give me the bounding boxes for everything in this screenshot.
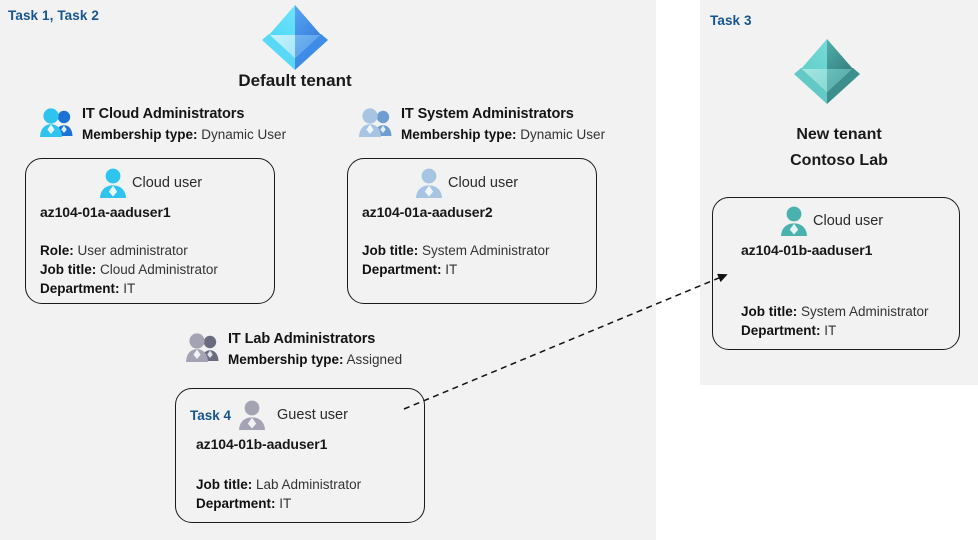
attr-value: Cloud Administrator xyxy=(100,262,218,277)
group-name: IT Cloud Administrators xyxy=(82,106,245,122)
attr-value: Lab Administrator xyxy=(256,477,362,492)
new-tenant-name-line2: Contoso Lab xyxy=(790,152,888,169)
group-membership: Membership type: Assigned xyxy=(228,350,402,369)
new-tenant-name-line1: New tenant xyxy=(796,126,882,143)
card-user-header: Cloud user xyxy=(779,205,883,237)
card-user-header: Cloud user xyxy=(98,167,202,199)
attr-value: IT xyxy=(445,262,458,277)
user-type-label: Guest user xyxy=(277,407,348,423)
attr-department: Department: IT xyxy=(741,321,929,340)
task-label-1-2: Task 1, Task 2 xyxy=(8,8,99,23)
user-card-new-tenant-az104-01b-aaduser1[interactable]: Cloud user az104-01b-aaduser1 Job title:… xyxy=(712,197,960,350)
azure-ad-tenant-icon-new xyxy=(789,36,865,104)
attr-job-title: Job title: Cloud Administrator xyxy=(40,260,218,279)
task-label-3: Task 3 xyxy=(710,13,752,28)
group-users-icon xyxy=(38,105,76,139)
group-users-icon xyxy=(184,330,222,364)
attr-department: Department: IT xyxy=(362,260,550,279)
azure-ad-tenant-icon-default xyxy=(257,2,333,70)
user-attributes: Job title: Lab Administrator Department:… xyxy=(196,475,361,513)
guest-user-icon xyxy=(237,399,267,431)
user-principal-name: az104-01a-aaduser2 xyxy=(362,204,493,220)
membership-label: Membership type: xyxy=(82,127,198,142)
attr-value: IT xyxy=(123,281,136,296)
attr-label: Department: xyxy=(40,281,120,296)
attr-department: Department: IT xyxy=(196,494,361,513)
attr-value: System Administrator xyxy=(801,304,929,319)
membership-value: Dynamic User xyxy=(201,127,287,142)
group-membership: Membership type: Dynamic User xyxy=(82,125,286,144)
group-it-system-administrators: IT System Administrators Membership type… xyxy=(357,105,605,144)
attr-label: Role: xyxy=(40,243,74,258)
attr-label: Department: xyxy=(362,262,442,277)
attr-role: Role: User administrator xyxy=(40,241,218,260)
cloud-user-icon xyxy=(414,167,444,199)
default-tenant-name: Default tenant xyxy=(238,71,352,90)
user-principal-name: az104-01b-aaduser1 xyxy=(741,242,873,258)
user-type-label: Cloud user xyxy=(813,213,884,229)
user-card-guest-az104-01b-aaduser1[interactable]: Task 4 Guest user az104-01b-aaduser1 Job… xyxy=(175,388,425,523)
user-card-az104-01a-aaduser2[interactable]: Cloud user az104-01a-aaduser2 Job title:… xyxy=(347,158,597,304)
attr-label: Job title: xyxy=(196,477,253,492)
user-card-az104-01a-aaduser1[interactable]: Cloud user az104-01a-aaduser1 Role: User… xyxy=(25,158,275,304)
user-attributes: Job title: System Administrator Departme… xyxy=(741,302,929,340)
attr-job-title: Job title: Lab Administrator xyxy=(196,475,361,494)
membership-label: Membership type: xyxy=(401,127,517,142)
group-users-icon xyxy=(357,105,395,139)
user-principal-name: az104-01a-aaduser1 xyxy=(40,204,171,220)
attr-label: Department: xyxy=(741,323,821,338)
user-attributes: Role: User administrator Job title: Clou… xyxy=(40,241,218,298)
card-user-header: Cloud user xyxy=(414,167,518,199)
membership-value: Dynamic User xyxy=(520,127,606,142)
group-name: IT Lab Administrators xyxy=(228,331,376,347)
attr-label: Department: xyxy=(196,496,276,511)
default-tenant-panel xyxy=(0,0,656,540)
user-type-label: Cloud user xyxy=(448,175,519,191)
attr-value: IT xyxy=(279,496,292,511)
cloud-user-icon xyxy=(779,205,809,237)
group-membership: Membership type: Dynamic User xyxy=(401,125,605,144)
user-attributes: Job title: System Administrator Departme… xyxy=(362,241,550,279)
attr-value: IT xyxy=(824,323,837,338)
attr-value: System Administrator xyxy=(422,243,550,258)
card-user-header: Task 4 Guest user xyxy=(190,399,348,431)
attr-job-title: Job title: System Administrator xyxy=(741,302,929,321)
group-it-cloud-administrators: IT Cloud Administrators Membership type:… xyxy=(38,105,286,144)
cloud-user-icon xyxy=(98,167,128,199)
membership-label: Membership type: xyxy=(228,352,344,367)
attr-department: Department: IT xyxy=(40,279,218,298)
membership-value: Assigned xyxy=(346,352,403,367)
task-label-4: Task 4 xyxy=(190,407,232,423)
group-it-lab-administrators: IT Lab Administrators Membership type: A… xyxy=(184,330,402,369)
user-type-label: Cloud user xyxy=(132,175,203,191)
user-principal-name: az104-01b-aaduser1 xyxy=(196,436,328,452)
attr-label: Job title: xyxy=(40,262,97,277)
attr-label: Job title: xyxy=(362,243,419,258)
attr-job-title: Job title: System Administrator xyxy=(362,241,550,260)
attr-value: User administrator xyxy=(77,243,188,258)
attr-label: Job title: xyxy=(741,304,798,319)
group-name: IT System Administrators xyxy=(401,106,574,122)
